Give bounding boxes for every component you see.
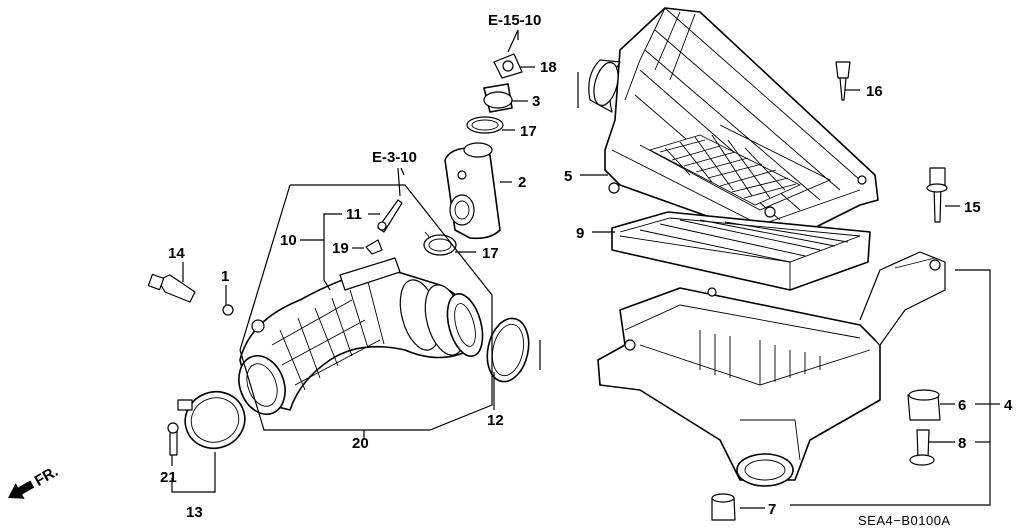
air-filter-element bbox=[611, 211, 871, 291]
part-label-8: 8 bbox=[958, 435, 966, 452]
air-cleaner-case bbox=[597, 251, 946, 487]
part-label-18: 18 bbox=[540, 59, 557, 76]
part-label-14: 14 bbox=[168, 245, 185, 262]
o-ring-12 bbox=[486, 317, 530, 383]
part-label-13: 13 bbox=[186, 504, 203, 521]
band-13 bbox=[177, 390, 246, 450]
part-label-17-lower: 17 bbox=[482, 245, 499, 262]
part-label-19: 19 bbox=[332, 240, 349, 257]
front-label: FR. bbox=[32, 463, 61, 490]
clamp-17-upper bbox=[466, 116, 504, 134]
front-arrow-icon: FR. bbox=[8, 463, 61, 499]
part-label-17-upper: 17 bbox=[520, 123, 537, 140]
vent-11 bbox=[377, 199, 403, 233]
diagram-code: SEA4−B0100A bbox=[858, 513, 951, 528]
part-label-20: 20 bbox=[352, 435, 369, 452]
ref-e-15-10: E-15-10 bbox=[488, 12, 541, 29]
o-ring-1 bbox=[222, 304, 234, 316]
clip-19 bbox=[365, 239, 383, 255]
part-label-21: 21 bbox=[160, 469, 177, 486]
intake-tube bbox=[238, 257, 484, 415]
sensor-14 bbox=[147, 273, 196, 303]
part-label-1: 1 bbox=[221, 268, 229, 285]
ref-e-3-10: E-3-10 bbox=[372, 149, 417, 166]
part-label-5: 5 bbox=[564, 168, 572, 185]
resonator-joint-3 bbox=[483, 83, 513, 113]
part-label-11: 11 bbox=[346, 206, 362, 223]
part-label-6: 6 bbox=[958, 397, 966, 414]
leader-lines bbox=[171, 29, 1000, 509]
part-label-4: 4 bbox=[1004, 397, 1013, 414]
rubber-mount-7 bbox=[711, 493, 736, 521]
part-label-9: 9 bbox=[576, 225, 584, 242]
bolt-21 bbox=[167, 422, 179, 456]
part-label-10: 10 bbox=[280, 232, 297, 249]
bolt-16 bbox=[835, 61, 851, 101]
rubber-mount-6 bbox=[907, 389, 941, 421]
part-label-16: 16 bbox=[866, 83, 883, 100]
air-cleaner-cover bbox=[588, 7, 879, 241]
resonator-chamber bbox=[444, 142, 501, 240]
part-label-7: 7 bbox=[768, 501, 776, 518]
part-label-3: 3 bbox=[532, 93, 540, 110]
part-label-2: 2 bbox=[518, 174, 526, 191]
collar-8 bbox=[909, 429, 935, 466]
part-label-15: 15 bbox=[964, 199, 981, 216]
grommet-18 bbox=[493, 53, 523, 79]
bolt-15 bbox=[926, 167, 948, 223]
part-label-12: 12 bbox=[487, 412, 504, 429]
